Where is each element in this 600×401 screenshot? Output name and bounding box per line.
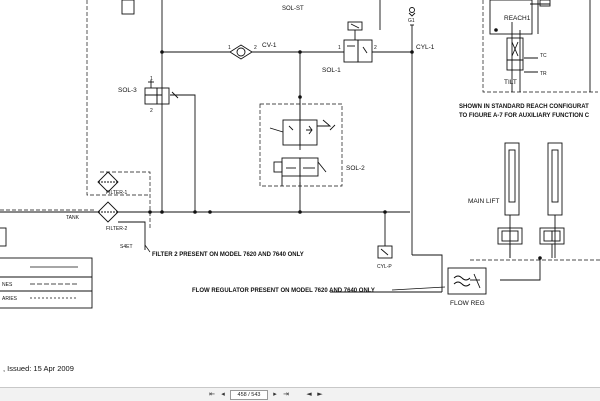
cv1-port-1: 1 (228, 45, 231, 51)
cylinder-port-cylp: CYL-P (377, 245, 393, 270)
check-valve-cv1: 1 2 CV-1 (228, 42, 277, 60)
issue-date-footer: , Issued: 15 Apr 2009 (3, 364, 74, 373)
junction-dot (148, 210, 152, 214)
standard-reach-note-line1: SHOWN IN STANDARD REACH CONFIGURAT (459, 104, 589, 110)
filter2-label: FILTER-2 (106, 226, 128, 232)
pdf-navigation-toolbar: ⇤ ◂ 458 / 543 ▸ ⇥ ◄ ► (0, 387, 600, 401)
legend-row-lines: NES (2, 282, 13, 288)
junction-dot (298, 95, 302, 99)
reach-tilt-area: REACH1 TILT TC TR (489, 0, 591, 92)
cyl1-label: CYL-1 (416, 44, 435, 51)
standard-reach-note-line2: TO FIGURE A-7 FOR AUXILIARY FUNCTION C (459, 113, 590, 119)
sol3-port-2: 2 (150, 108, 153, 114)
flow-reg-label: FLOW REG (450, 300, 485, 307)
left-component (0, 227, 7, 247)
junction-dot (193, 210, 197, 214)
sol-st-label: SOL-ST (282, 6, 304, 12)
previous-view-icon[interactable]: ◄ (306, 390, 312, 398)
cv1-port-2: 2 (254, 45, 257, 51)
junction-dot (538, 256, 542, 260)
filter-1: FILTER-1 (97, 171, 128, 196)
junction-dot (160, 50, 164, 54)
gauge-port-g1: G1 (408, 7, 416, 24)
junction-dot (410, 50, 414, 54)
next-page-icon[interactable]: ▸ (273, 390, 277, 398)
junction-dot (208, 210, 212, 214)
tilt-label: TILT (504, 79, 517, 86)
lift-valve-blocks (497, 227, 565, 258)
tr-label: TR (540, 71, 547, 77)
last-page-icon[interactable]: ⇥ (283, 390, 289, 398)
directional-valve-upper (269, 119, 336, 146)
sol3-port-1: 1 (150, 76, 153, 82)
junction-dot (160, 210, 164, 214)
s4et-label: S4ET (120, 244, 133, 250)
filter2-note: FILTER 2 PRESENT ON MODEL 7620 AND 7640 … (152, 252, 304, 258)
main-lift-cylinders: MAIN LIFT (468, 142, 563, 216)
first-page-icon[interactable]: ⇤ (209, 390, 215, 398)
main-lift-label: MAIN LIFT (468, 198, 499, 205)
flow-reg-note: FLOW REGULATOR PRESENT ON MODEL 7620 AND… (192, 288, 375, 294)
dashed-enclosures (0, 0, 600, 261)
next-view-icon[interactable]: ► (317, 390, 323, 398)
sol1-label: SOL-1 (322, 67, 341, 74)
flow-regulator: FLOW REG (447, 267, 487, 307)
hydraulic-lines (0, 0, 556, 293)
junction-dot (494, 28, 498, 32)
junction-dots (148, 28, 542, 260)
sol3-label: SOL-3 (118, 87, 137, 94)
filter-2: FILTER-2 (97, 201, 128, 232)
legend-row-auxiliaries: ARIES (2, 296, 18, 302)
g1-label: G1 (408, 18, 415, 24)
sol1-port-2: 2 (374, 45, 377, 51)
junction-dot (298, 50, 302, 54)
solenoid-valve-sol3: SOL-3 1 2 (118, 76, 179, 114)
junction-dot (383, 210, 387, 214)
hydraulic-schematic: SOL-ST G1 1 2 CV-1 CYL-1 1 2 SOL-1 SOL-3 (0, 0, 600, 309)
sol1-port-1: 1 (338, 45, 341, 51)
cv1-label: CV-1 (262, 42, 277, 49)
reach1-label: REACH1 (504, 15, 531, 22)
junction-dot (298, 210, 302, 214)
filter1-label: FILTER-1 (106, 190, 128, 196)
solenoid-valve-sol2: SOL-2 (273, 157, 365, 177)
page-number-input[interactable]: 458 / 543 (230, 390, 268, 400)
cylp-label: CYL-P (377, 264, 392, 270)
previous-page-icon[interactable]: ◂ (221, 390, 225, 398)
solenoid-valve-sol1: 1 2 SOL-1 (322, 21, 377, 74)
sol-st-box (121, 0, 135, 15)
leader-lines (144, 244, 446, 291)
tank-label: TANK (66, 215, 80, 221)
tc-label: TC (540, 53, 547, 59)
sol2-label: SOL-2 (346, 165, 365, 172)
legend: NES ARIES (0, 257, 93, 309)
